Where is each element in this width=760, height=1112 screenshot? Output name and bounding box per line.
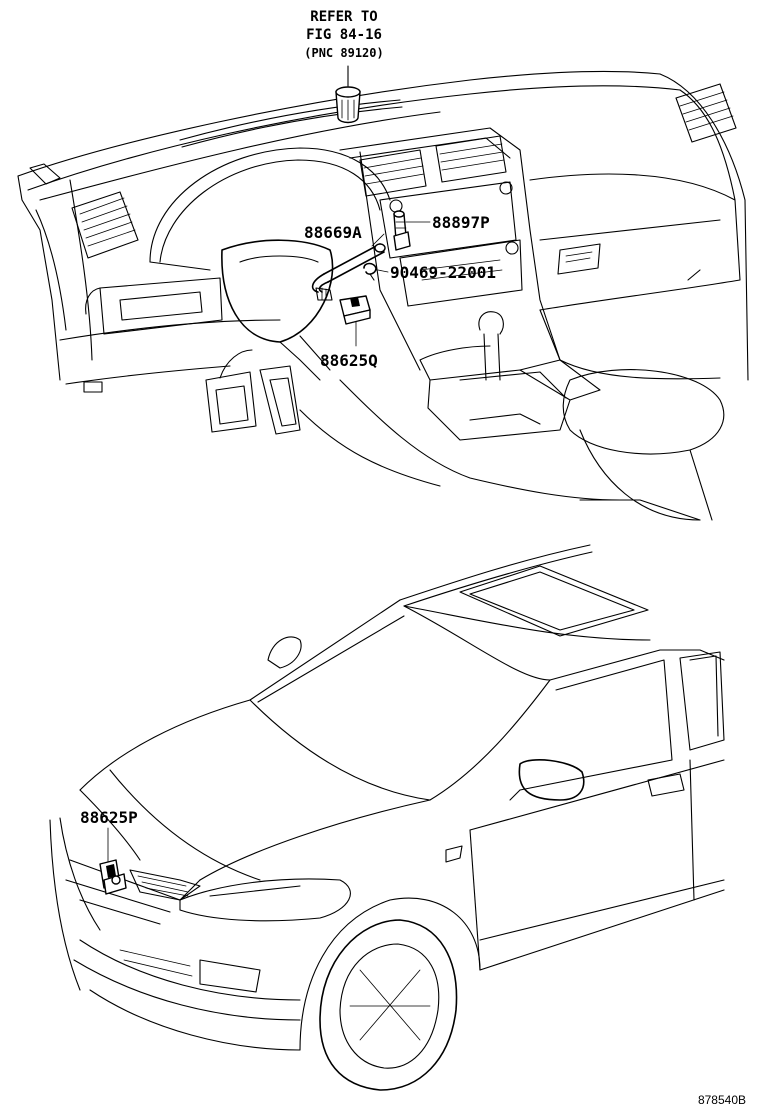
car-exterior-illustration	[49, 544, 725, 1091]
nozzle-part-number: 88897P	[432, 213, 490, 232]
aspirator-nozzle-part	[393, 210, 411, 251]
reference-note-line3: (PNC 89120)	[304, 46, 383, 60]
aspirator-hose-part	[311, 243, 386, 301]
hose-part-number: 88669A	[304, 223, 362, 242]
ambient-sensor-part-number: 88625P	[80, 808, 138, 827]
solar-sensor-part	[335, 86, 361, 124]
dashboard-illustration	[17, 70, 749, 521]
interior-sensor-part-number: 88625Q	[320, 351, 378, 370]
clip-part-number: 90469-22001	[390, 263, 496, 282]
reference-note-line1: REFER TO	[310, 9, 377, 25]
hose-leader-line	[371, 233, 385, 247]
reference-note-line2: FIG 84-16	[306, 27, 382, 43]
interior-sensor-part	[339, 295, 371, 325]
clip-part	[363, 262, 377, 281]
figure-code: 878540B	[698, 1093, 746, 1107]
ambient-sensor-part	[99, 859, 127, 895]
clip-leader-line	[377, 269, 389, 273]
